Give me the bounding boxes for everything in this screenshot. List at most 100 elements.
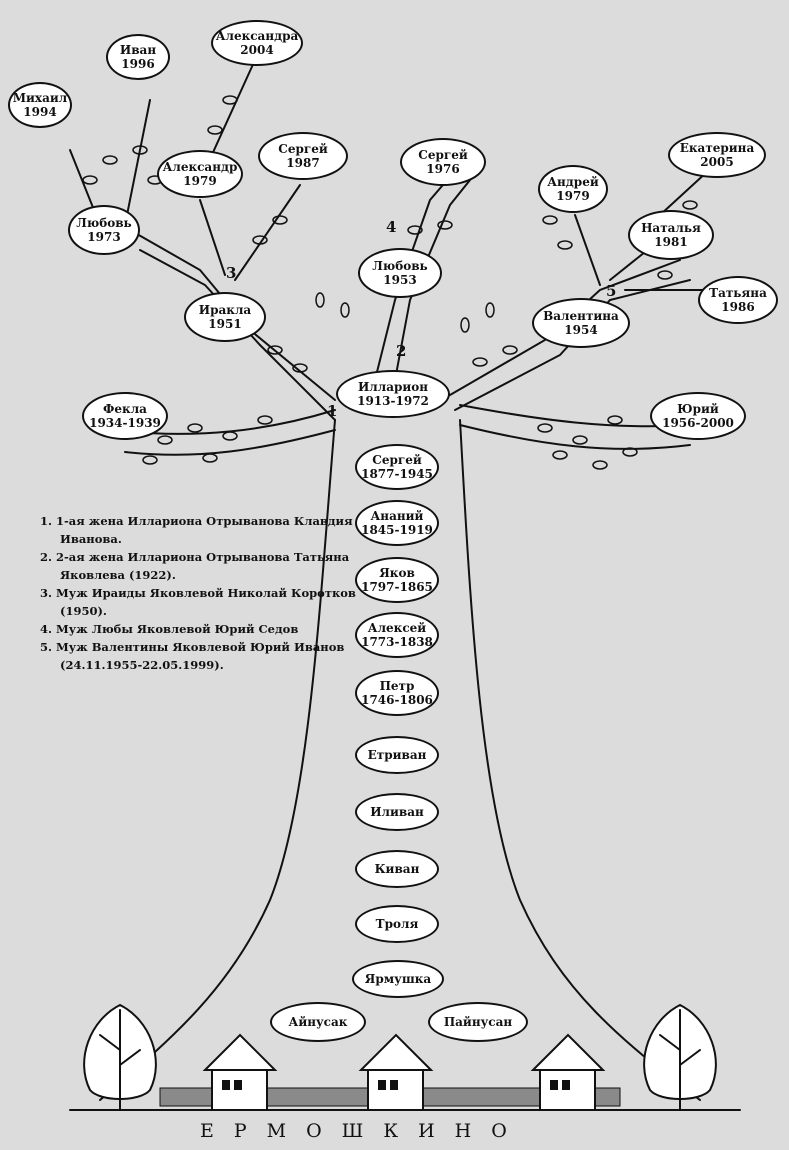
node-fekla: Фекла 1934-1939 [82,392,168,440]
node-name: Александра [215,29,299,43]
node-name: Троля [375,917,419,931]
node-name: Илларион [357,380,429,394]
node-years: 1986 [721,300,755,314]
node-name: Екатерина [679,141,755,155]
node-name: Етриван [367,748,427,762]
node-sergey-1976: Сергей 1976 [400,138,486,186]
node-years: 1934-1939 [89,416,161,430]
twig-aleksandr [199,199,226,276]
twig-andrey [574,214,601,286]
node-aynusak: Айнусак [270,1002,366,1042]
node-trolya: Троля [355,905,439,943]
node-years: 1973 [87,230,121,244]
node-years: 1954 [564,323,598,337]
note-item: 5. Муж Валентины Яковлевой Юрий Иванов (… [40,640,345,672]
twig-ivan [124,99,151,226]
node-name: Пайнусан [443,1015,513,1029]
side-tree-left [83,1003,157,1111]
branch-fekla-2 [124,429,336,456]
house-right [530,1033,606,1111]
bough-center-right [394,169,479,381]
node-mikhail: Михаил 1994 [8,82,72,128]
node-years: 1773-1838 [361,635,433,649]
node-aleksandr: Александр 1979 [157,150,243,198]
notes-list: 1. 1-ая жена Иллариона Отрыванова Клавди… [40,512,360,674]
node-kivan: Киван [355,850,439,888]
village-label: ЕРМОШКИНО [200,1120,527,1142]
node-yarmushka: Ярмушка [352,960,444,998]
node-sergey-1987: Сергей 1987 [258,132,348,180]
node-years: 1953 [383,273,417,287]
marker-3: 3 [226,264,237,282]
branch-yuriy-2 [459,424,691,450]
node-years: 1956-2000 [662,416,734,430]
node-name: Михаил [12,91,68,105]
house-left [202,1033,278,1111]
house-center [358,1033,434,1111]
node-name: Любовь [372,259,428,273]
node-ertrivan: Етриван [355,736,439,774]
node-years: 1845-1919 [361,523,433,537]
node-name: Сергей [372,453,422,467]
trunk-left-edge [99,419,336,1101]
node-ivan: Иван 1996 [106,34,170,80]
node-name: Яков [379,566,415,580]
marker-1: 1 [327,402,338,420]
node-years: 1951 [208,317,242,331]
node-name: Юрий [677,402,719,416]
node-name: Алексей [367,621,427,635]
node-name: Петр [379,679,415,693]
note-item: 2. 2-ая жена Иллариона Отрыванова Татьян… [40,550,350,582]
node-years: 1979 [556,189,590,203]
node-ananiy: Ананий 1845-1919 [355,500,439,546]
node-aleksey: Алексей 1773-1838 [355,612,439,658]
node-name: Андрей [547,175,599,189]
node-name: Валентина [543,309,619,323]
node-iraida: Иракла 1951 [184,292,266,342]
marker-5: 5 [606,282,617,300]
node-valentina: Валентина 1954 [532,298,630,348]
node-name: Фекла [103,402,147,416]
note-item: 4. Муж Любы Яковлевой Юрий Седов [40,622,299,636]
node-aleksandra: Александра 2004 [211,20,303,66]
node-name: Иван [119,43,157,57]
node-name: Наталья [641,221,701,235]
note-item: 3. Муж Ираиды Яковлевой Николай Коротков… [40,586,356,618]
node-name: Ярмушка [364,972,432,986]
node-petr: Петр 1746-1806 [355,670,439,716]
node-name: Иливан [370,805,424,819]
node-name: Татьяна [709,286,767,300]
node-years: 1746-1806 [361,693,433,707]
node-paynusan: Пайнусан [428,1002,528,1042]
node-natalya: Наталья 1981 [628,210,714,260]
node-name: Ананий [370,509,424,523]
node-ekaterina: Екатерина 2005 [668,132,766,178]
node-years: 2004 [240,43,274,57]
note-item: 1. 1-ая жена Иллариона Отрыванова Клавди… [40,514,353,546]
node-years: 1877-1945 [361,467,433,481]
node-name: Иракла [198,303,252,317]
node-years: 1797-1865 [361,580,433,594]
node-sergey-1877: Сергей 1877-1945 [355,444,439,490]
node-lyubov-1973: Любовь 1973 [68,205,140,255]
node-ilivan: Иливан [355,793,439,831]
node-years: 1996 [121,57,155,71]
node-years: 1976 [426,162,460,176]
side-tree-right [643,1003,717,1111]
node-years: 1981 [654,235,688,249]
node-years: 1979 [183,174,217,188]
marker-4: 4 [386,218,397,236]
node-name: Любовь [76,216,132,230]
node-years: 1994 [23,105,57,119]
node-name: Айнусак [288,1015,348,1029]
node-yuriy: Юрий 1956-2000 [650,392,746,440]
trunk-right-edge [459,419,701,1101]
node-name: Киван [374,862,420,876]
node-name: Сергей [418,148,468,162]
node-andrey: Андрей 1979 [538,165,608,213]
node-years: 1913-1972 [357,394,429,408]
node-years: 1987 [286,156,320,170]
node-name: Сергей [278,142,328,156]
